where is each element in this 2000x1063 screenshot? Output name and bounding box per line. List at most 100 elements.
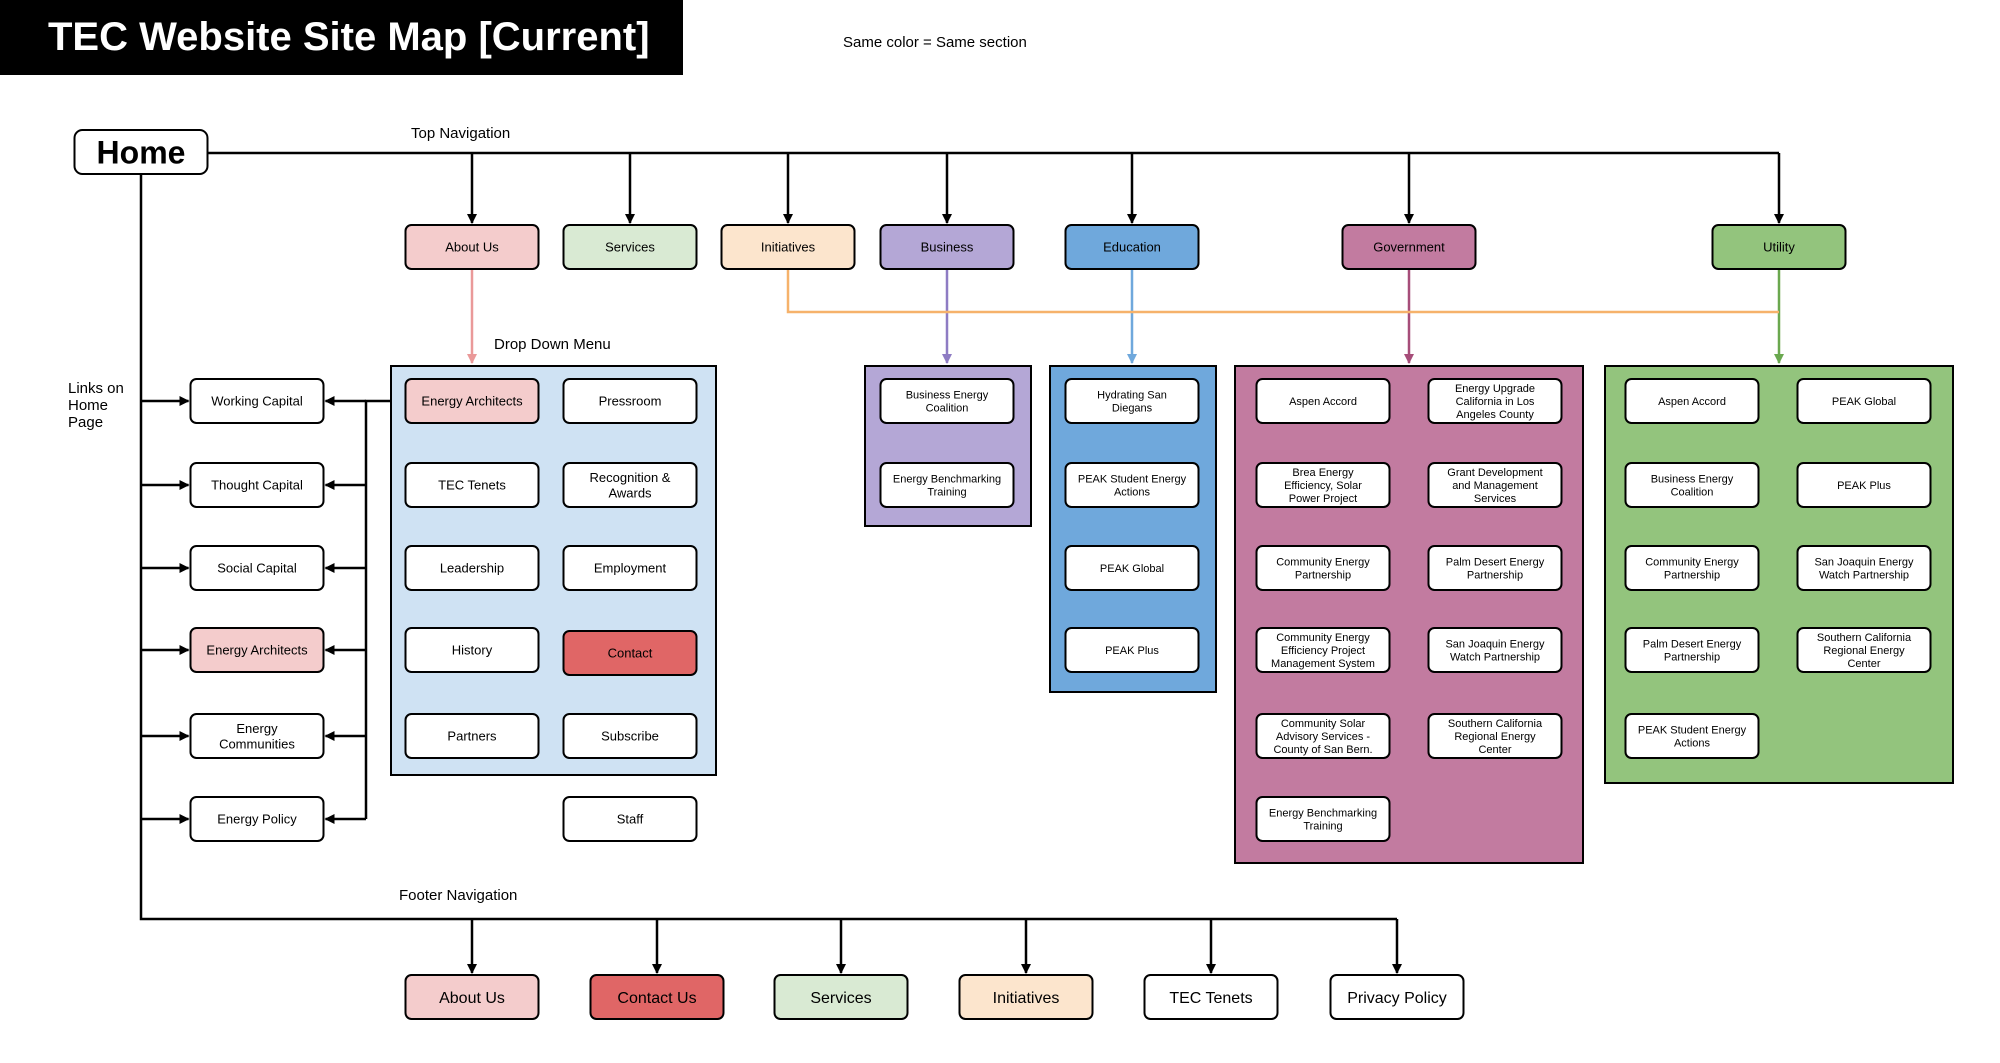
home-link-energy-policy[interactable]: Energy Policy <box>189 796 325 842</box>
business-business-energy-coalition-shape <box>879 378 1015 424</box>
dropdown-partners-label: Partners <box>447 729 497 744</box>
footer-about-us[interactable]: About Us <box>404 974 540 1020</box>
footer-tec-tenets[interactable]: TEC Tenets <box>1143 974 1279 1020</box>
utility-san-joaquin-energy-watch-partnership-shape <box>1796 545 1932 591</box>
dropdown-employment[interactable]: Employment <box>562 545 698 591</box>
government-brea-energy-efficiency-solar-power-project-label-line-1: Brea Energy <box>1292 467 1354 479</box>
government-energy-upgrade-california-in-los-angeles-county-label-line-3: Angeles County <box>1456 409 1534 421</box>
utility-peak-global-shape <box>1796 378 1932 424</box>
home-box-label: Home <box>97 135 186 171</box>
home-link-energy-architects[interactable]: Energy Architects <box>189 627 325 673</box>
home-link-social-capital-shape <box>189 545 325 591</box>
dropdown-partners[interactable]: Partners <box>404 713 540 759</box>
utility-peak-global-label: PEAK Global <box>1832 396 1896 408</box>
dropdown-contact[interactable]: Contact <box>562 630 698 676</box>
dropdown-subscribe[interactable]: Subscribe <box>562 713 698 759</box>
home-link-working-capital[interactable]: Working Capital <box>189 378 325 424</box>
footer-privacy-policy[interactable]: Privacy Policy <box>1329 974 1465 1020</box>
education-peak-plus[interactable]: PEAK Plus <box>1064 627 1200 673</box>
top-nav-government[interactable]: Government <box>1341 224 1477 270</box>
government-southern-california-regional-energy-center-label-line-3: Center <box>1478 744 1511 756</box>
top-nav-about-us[interactable]: About Us <box>404 224 540 270</box>
utility-aspen-accord[interactable]: Aspen Accord <box>1624 378 1760 424</box>
dropdown-subscribe-label: Subscribe <box>601 729 659 744</box>
dropdown-recognition-awards-shape <box>562 462 698 508</box>
education-peak-global[interactable]: PEAK Global <box>1064 545 1200 591</box>
dropdown-staff[interactable]: Staff <box>562 796 698 842</box>
top-nav-services-label: Services <box>605 240 655 255</box>
dropdown-leadership[interactable]: Leadership <box>404 545 540 591</box>
links-on-home-page-label-3: Page <box>68 414 103 431</box>
dropdown-recognition-awards-label-line-2: Awards <box>608 485 652 500</box>
government-southern-california-regional-energy-center-shape <box>1427 713 1563 759</box>
top-nav-utility[interactable]: Utility <box>1711 224 1847 270</box>
utility-peak-student-energy-actions-label-line-2: Actions <box>1674 737 1711 749</box>
top-nav-initiatives[interactable]: Initiatives <box>720 224 856 270</box>
utility-business-energy-coalition-label-line-2: Coalition <box>1671 486 1714 498</box>
business-energy-benchmarking-training-label-line-2: Training <box>927 486 966 498</box>
footer-tec-tenets-shape <box>1143 974 1279 1020</box>
utility-peak-plus[interactable]: PEAK Plus <box>1796 462 1932 508</box>
government-community-solar-advisory-services-county-of-san-bern-label-line-2: Advisory Services - <box>1276 731 1370 743</box>
footer-navigation-label: Footer Navigation <box>399 887 517 904</box>
government-grant-development-and-management-services-shape <box>1427 462 1563 508</box>
top-nav-education-label: Education <box>1103 240 1161 255</box>
home-link-thought-capital[interactable]: Thought Capital <box>189 462 325 508</box>
government-grant-development-and-management-services-label-line-2: and Management <box>1452 480 1538 492</box>
utility-peak-plus-label: PEAK Plus <box>1837 480 1891 492</box>
dropdown-leadership-label: Leadership <box>440 561 504 576</box>
top-nav-business-shape <box>879 224 1015 270</box>
government-aspen-accord[interactable]: Aspen Accord <box>1255 378 1391 424</box>
top-nav-business[interactable]: Business <box>879 224 1015 270</box>
utility-community-energy-partnership-shape <box>1624 545 1760 591</box>
dropdown-history[interactable]: History <box>404 627 540 673</box>
utility-business-energy-coalition-label-line-1: Business Energy <box>1651 473 1734 485</box>
dropdown-pressroom[interactable]: Pressroom <box>562 378 698 424</box>
top-nav-initiatives-shape <box>720 224 856 270</box>
utility-san-joaquin-energy-watch-partnership-label-line-1: San Joaquin Energy <box>1814 556 1914 568</box>
top-nav-services[interactable]: Services <box>562 224 698 270</box>
dropdown-recognition-awards[interactable]: Recognition &Awards <box>562 462 698 508</box>
footer-tec-tenets-label: TEC Tenets <box>1169 990 1252 1007</box>
dropdown-tec-tenets[interactable]: TEC Tenets <box>404 462 540 508</box>
government-community-energy-efficiency-project-management-system-label-line-2: Efficiency Project <box>1281 645 1365 657</box>
top-nav-government-shape <box>1341 224 1477 270</box>
footer-initiatives[interactable]: Initiatives <box>958 974 1094 1020</box>
footer-services[interactable]: Services <box>773 974 909 1020</box>
dropdown-staff-label: Staff <box>617 812 644 827</box>
utility-peak-global[interactable]: PEAK Global <box>1796 378 1932 424</box>
government-community-energy-partnership-shape <box>1255 545 1391 591</box>
dropdown-energy-architects-label: Energy Architects <box>421 394 523 409</box>
footer-contact-us[interactable]: Contact Us <box>589 974 725 1020</box>
top-nav-about-us-label: About Us <box>445 240 499 255</box>
top-nav-education-shape <box>1064 224 1200 270</box>
section-panels <box>390 365 1954 864</box>
dropdown-energy-architects[interactable]: Energy Architects <box>404 378 540 424</box>
top-nav-education[interactable]: Education <box>1064 224 1200 270</box>
home-box[interactable]: Home <box>73 129 209 175</box>
home-link-social-capital[interactable]: Social Capital <box>189 545 325 591</box>
government-energy-upgrade-california-in-los-angeles-county-label-line-2: California in Los <box>1456 396 1535 408</box>
